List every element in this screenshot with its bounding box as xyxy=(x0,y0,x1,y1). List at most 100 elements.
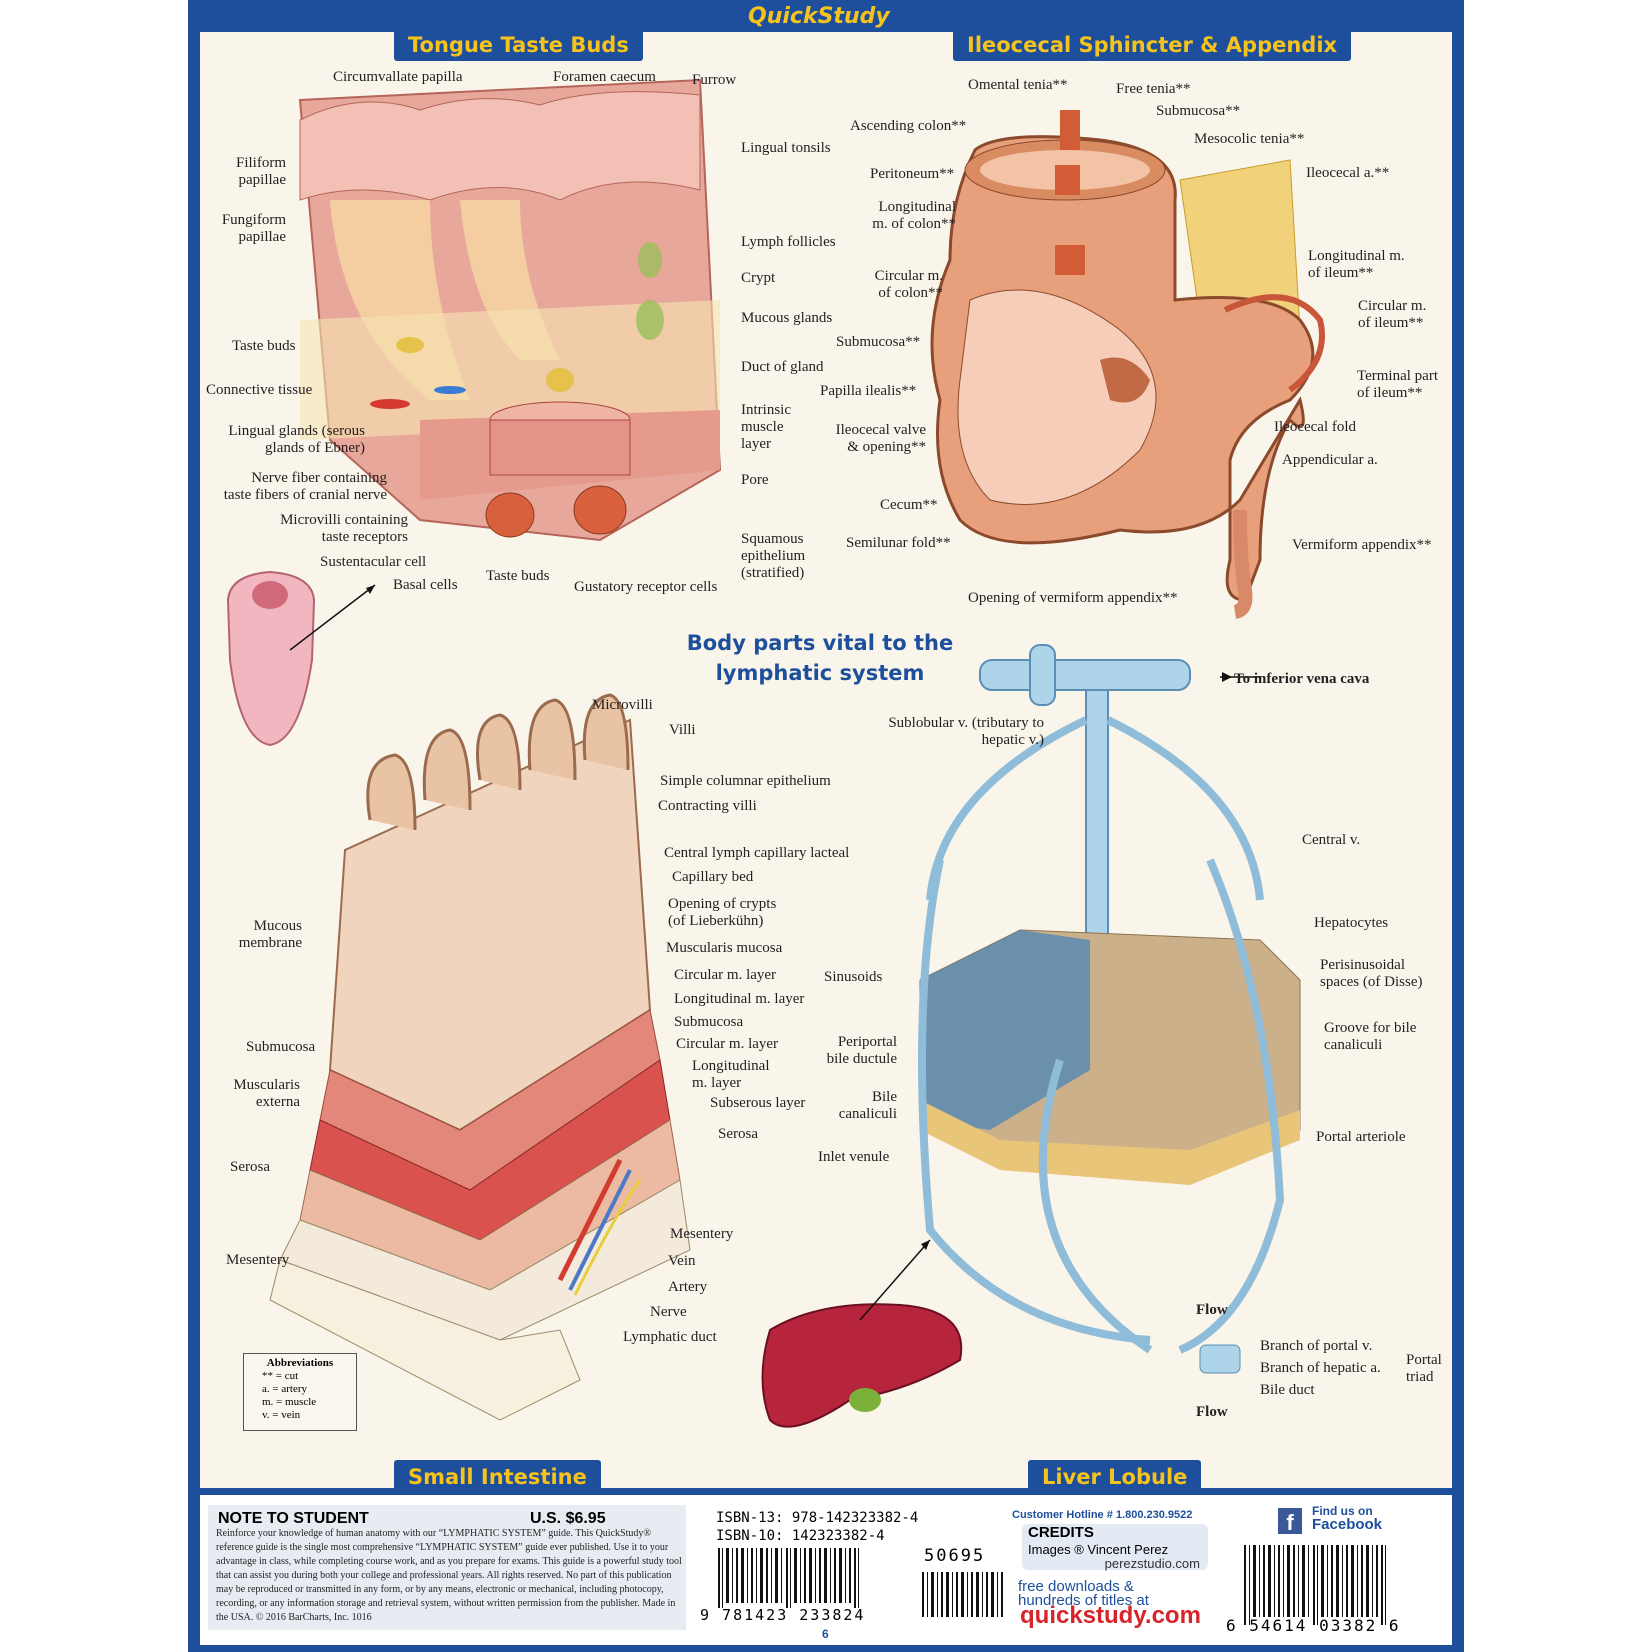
section-ileocecal-title: Ileocecal Sphincter & Appendix xyxy=(953,28,1352,61)
price: U.S. $6.95 xyxy=(530,1510,606,1527)
label-circ-layer-1: Circular m. layer xyxy=(674,967,777,983)
label-capillary-bed: Capillary bed xyxy=(672,869,754,885)
section-tongue-title: Tongue Taste Buds xyxy=(394,28,643,61)
label-to-ivc: To inferior vena cava xyxy=(1234,671,1370,687)
abbr-vein: v. = vein xyxy=(262,1409,301,1421)
label-ileocecal-a: Ileocecal a.** xyxy=(1306,165,1390,181)
label-squamous: Squamous epithelium (stratified) xyxy=(741,531,806,581)
credits-box: CREDITS Images ® Vincent Perez perezstud… xyxy=(1022,1524,1208,1571)
label-circumvallate: Circumvallate papilla xyxy=(333,69,463,85)
label-perisinusoidal: Perisinusoidal spaces (of Disse) xyxy=(1320,957,1423,990)
label-foramen: Foramen caecum xyxy=(553,69,656,85)
section-liver-title: Liver Lobule xyxy=(1028,1460,1202,1493)
label-microvilli-receptors: Microvilli containing taste receptors xyxy=(280,512,408,545)
label-submucosa-right: Submucosa xyxy=(674,1014,744,1030)
label-simple-columnar: Simple columnar epithelium xyxy=(660,773,831,789)
label-taste-buds-bottom: Taste buds xyxy=(486,568,550,584)
label-inlet-venule: Inlet venule xyxy=(818,1149,890,1165)
label-long-layer-2: Longitudinal m. layer xyxy=(692,1058,770,1091)
abbreviations-box: Abbreviations ** = cut a. = artery m. = … xyxy=(243,1353,357,1431)
customer-hotline: Customer Hotline # 1.800.230.9522 xyxy=(1012,1509,1193,1521)
note-text: Reinforce your knowledge of human anatom… xyxy=(216,1528,682,1623)
label-villi: Villi xyxy=(669,722,696,738)
liver-icon xyxy=(761,1239,963,1428)
label-appendicular: Appendicular a. xyxy=(1282,452,1378,468)
label-long-colon: Longitudinal m. of colon** xyxy=(872,199,956,232)
label-pore: Pore xyxy=(741,472,769,488)
label-contracting: Contracting villi xyxy=(658,798,757,814)
label-bile-duct: Bile duct xyxy=(1260,1382,1315,1398)
liver-lobule-illustration xyxy=(918,644,1301,1374)
credits-title: CREDITS xyxy=(1028,1524,1094,1541)
quickstudy-link[interactable]: quickstudy.com xyxy=(1020,1602,1201,1629)
tongue-illustration xyxy=(298,78,722,542)
label-branch-hepatic: Branch of hepatic a. xyxy=(1260,1360,1381,1376)
label-portal-arteriole: Portal arteriole xyxy=(1316,1129,1406,1145)
isbn-13: ISBN-13: 978-142323382-4 xyxy=(716,1510,919,1526)
barcode-isbn xyxy=(718,1548,1003,1617)
label-ileocecal-valve: Ileocecal valve & opening** xyxy=(835,422,926,455)
label-portal-triad: Portal triad xyxy=(1406,1352,1442,1385)
middle-title-line1: Body parts vital to the xyxy=(686,631,954,655)
label-semilunar: Semilunar fold** xyxy=(846,535,951,551)
label-connective: Connective tissue xyxy=(206,382,313,398)
label-microvilli: Microvilli xyxy=(592,697,653,713)
middle-title-line2: lymphatic system xyxy=(715,661,925,685)
label-crypt: Crypt xyxy=(741,270,776,286)
barcode-number-isbn: 9 781423 233824 xyxy=(700,1606,866,1624)
facebook-icon[interactable]: f xyxy=(1278,1508,1302,1535)
label-submucosa-top: Submucosa** xyxy=(1156,103,1241,119)
label-vein: Vein xyxy=(668,1253,696,1269)
isbn-10: ISBN-10: 142323382-4 xyxy=(716,1528,885,1544)
label-duct: Duct of gland xyxy=(741,359,824,375)
abbr-muscle: m. = muscle xyxy=(262,1396,317,1408)
label-sublobular: Sublobular v. (tributary to hepatic v.) xyxy=(888,715,1044,748)
barcode-number-upc: 6 54614 03382 6 xyxy=(1226,1616,1401,1635)
label-circ-layer-2: Circular m. layer xyxy=(676,1036,779,1052)
label-fungiform: Fungiform papillae xyxy=(221,212,286,245)
label-mucous-glands: Mucous glands xyxy=(741,310,833,326)
tongue-icon xyxy=(226,570,376,747)
label-submucosa-left: Submucosa** xyxy=(836,334,921,350)
label-long-layer-1: Longitudinal m. layer xyxy=(674,991,805,1007)
small-intestine-illustration xyxy=(269,693,691,1421)
label-lingual-glands: Lingual glands (serous glands of Ebner) xyxy=(228,423,365,456)
label-mesocolic: Mesocolic tenia** xyxy=(1194,131,1305,147)
label-ileocecal-fold: Ileocecal fold xyxy=(1274,419,1357,435)
label-ascending: Ascending colon** xyxy=(850,118,967,134)
abbr-artery: a. = artery xyxy=(262,1383,307,1395)
facebook-link[interactable]: Find us on Facebook xyxy=(1312,1504,1382,1533)
label-serosa-right: Serosa xyxy=(718,1126,758,1142)
label-nerve-fiber: Nerve fiber containing taste fibers of c… xyxy=(223,470,387,503)
label-lingual-tonsils: Lingual tonsils xyxy=(741,140,831,156)
label-cecum: Cecum** xyxy=(880,497,938,513)
label-central-lacteal: Central lymph capillary lacteal xyxy=(664,845,850,861)
credits-site: perezstudio.com xyxy=(1104,1556,1200,1571)
brand-logo: QuickStudy xyxy=(748,4,890,29)
label-free-tenia: Free tenia** xyxy=(1116,81,1191,97)
label-long-ileum: Longitudinal m. of ileum** xyxy=(1308,248,1405,281)
label-subserous: Subserous layer xyxy=(710,1095,806,1111)
credits-images: Images ® Vincent Perez xyxy=(1028,1542,1169,1557)
label-branch-portal: Branch of portal v. xyxy=(1260,1338,1373,1354)
label-periportal: Periportal bile ductule xyxy=(826,1034,897,1067)
label-circ-ileum: Circular m. of ileum** xyxy=(1358,298,1427,331)
find-us-on: Find us on xyxy=(1312,1504,1373,1518)
middle-title: Body parts vital to the lymphatic system xyxy=(640,628,1000,688)
label-flow-top: Flow xyxy=(1196,1302,1228,1318)
section-intestine-title: Small Intestine xyxy=(394,1460,601,1493)
label-muscularis-mucosa: Muscularis mucosa xyxy=(666,940,783,956)
label-vermiform: Vermiform appendix** xyxy=(1292,537,1432,553)
label-central-v: Central v. xyxy=(1302,832,1361,848)
label-mesentery-left: Mesentery xyxy=(226,1252,290,1268)
label-hepatocytes: Hepatocytes xyxy=(1314,915,1389,931)
label-artery: Artery xyxy=(668,1279,708,1295)
label-omental: Omental tenia** xyxy=(968,77,1068,93)
label-lymph-follicles: Lymph follicles xyxy=(741,234,836,250)
label-serosa-left: Serosa xyxy=(230,1159,270,1175)
label-submucosa-left: Submucosa xyxy=(246,1039,316,1055)
label-circ-colon: Circular m. of colon** xyxy=(874,268,943,301)
label-bile-canaliculi: Bile canaliculi xyxy=(838,1089,897,1122)
ileocecal-illustration xyxy=(930,110,1325,619)
